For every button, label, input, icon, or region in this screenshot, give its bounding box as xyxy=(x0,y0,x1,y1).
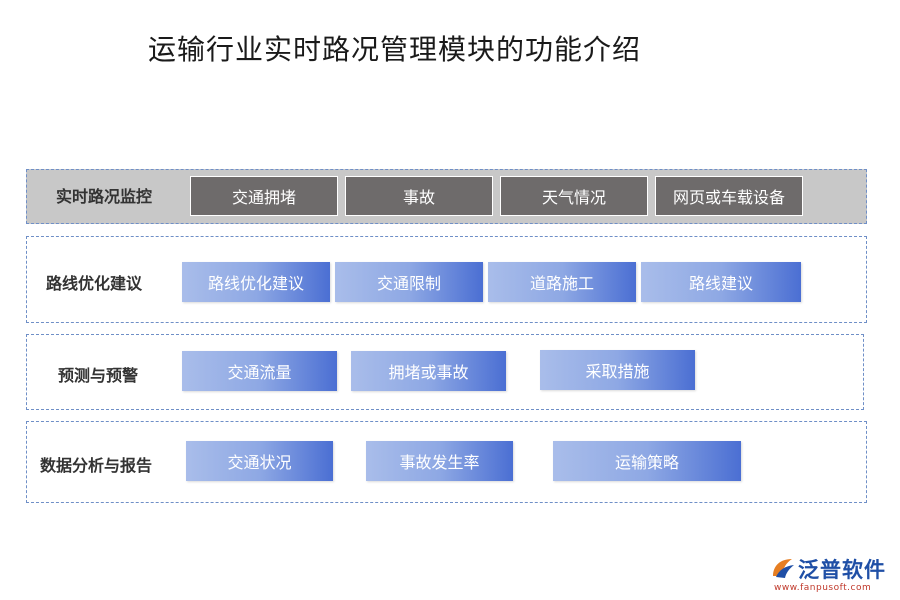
box-route-optimization-suggestion: 路线优化建议 xyxy=(182,262,330,302)
section-data-analysis-report xyxy=(26,421,867,503)
box-traffic-flow: 交通流量 xyxy=(182,351,337,391)
box-take-measures: 采取措施 xyxy=(540,350,695,390)
section-label-data-analysis-report: 数据分析与报告 xyxy=(40,456,153,475)
box-accident: 事故 xyxy=(345,176,493,216)
box-accident-rate: 事故发生率 xyxy=(366,441,513,481)
box-congestion-or-accident: 拥堵或事故 xyxy=(351,351,506,391)
section-label-route-optimization: 路线优化建议 xyxy=(46,274,143,293)
box-traffic-restriction: 交通限制 xyxy=(335,262,483,302)
brand-logo: 泛普软件 www.fanpusoft.com xyxy=(770,552,895,596)
section-label-forecast-warning: 预测与预警 xyxy=(58,366,139,385)
logo-url: www.fanpusoft.com xyxy=(774,583,872,593)
box-web-or-vehicle-device: 网页或车载设备 xyxy=(655,176,803,216)
section-forecast-warning xyxy=(26,334,864,410)
fanpu-logo-icon xyxy=(773,559,794,578)
box-transport-strategy: 运输策略 xyxy=(553,441,741,481)
box-traffic-congestion: 交通拥堵 xyxy=(190,176,338,216)
box-traffic-status: 交通状况 xyxy=(186,441,333,481)
diagram-title: 运输行业实时路况管理模块的功能介绍 xyxy=(148,33,642,66)
box-weather: 天气情况 xyxy=(500,176,648,216)
logo-name: 泛普软件 xyxy=(798,558,886,582)
section-route-optimization xyxy=(26,236,867,323)
box-road-construction: 道路施工 xyxy=(488,262,636,302)
box-route-suggestion: 路线建议 xyxy=(641,262,801,302)
section-label-realtime-monitoring: 实时路况监控 xyxy=(56,187,153,206)
